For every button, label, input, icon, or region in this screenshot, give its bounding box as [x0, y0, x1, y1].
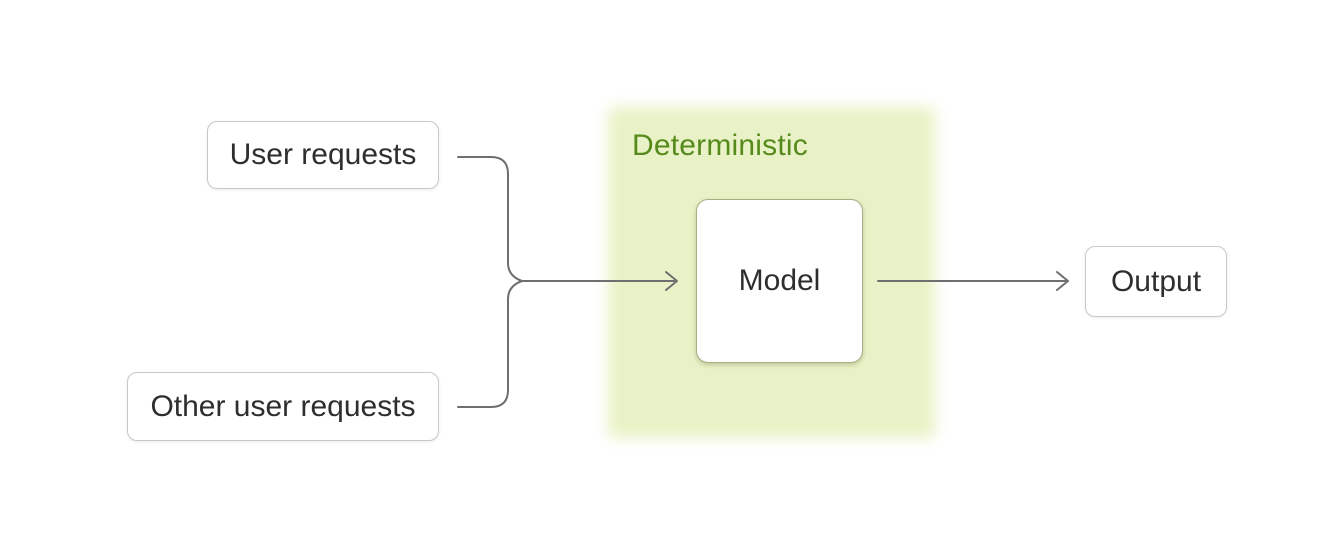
node-user-requests-label: User requests: [229, 138, 417, 171]
node-model-label: Model: [738, 264, 821, 297]
node-other-user-requests: Other user requests: [127, 372, 439, 441]
deterministic-region-label: Deterministic: [632, 129, 808, 162]
node-model: Model: [696, 199, 863, 363]
arrowhead-into-model-icon: [665, 271, 678, 291]
node-output-label: Output: [1110, 264, 1202, 298]
connector-other-user-requests-to-merge: [457, 280, 523, 408]
arrowhead-into-output-icon: [1056, 271, 1069, 291]
node-output: Output: [1085, 246, 1227, 317]
node-user-requests: User requests: [207, 121, 439, 189]
node-other-user-requests-label: Other user requests: [150, 389, 416, 423]
connector-user-requests-to-merge: [457, 156, 523, 282]
